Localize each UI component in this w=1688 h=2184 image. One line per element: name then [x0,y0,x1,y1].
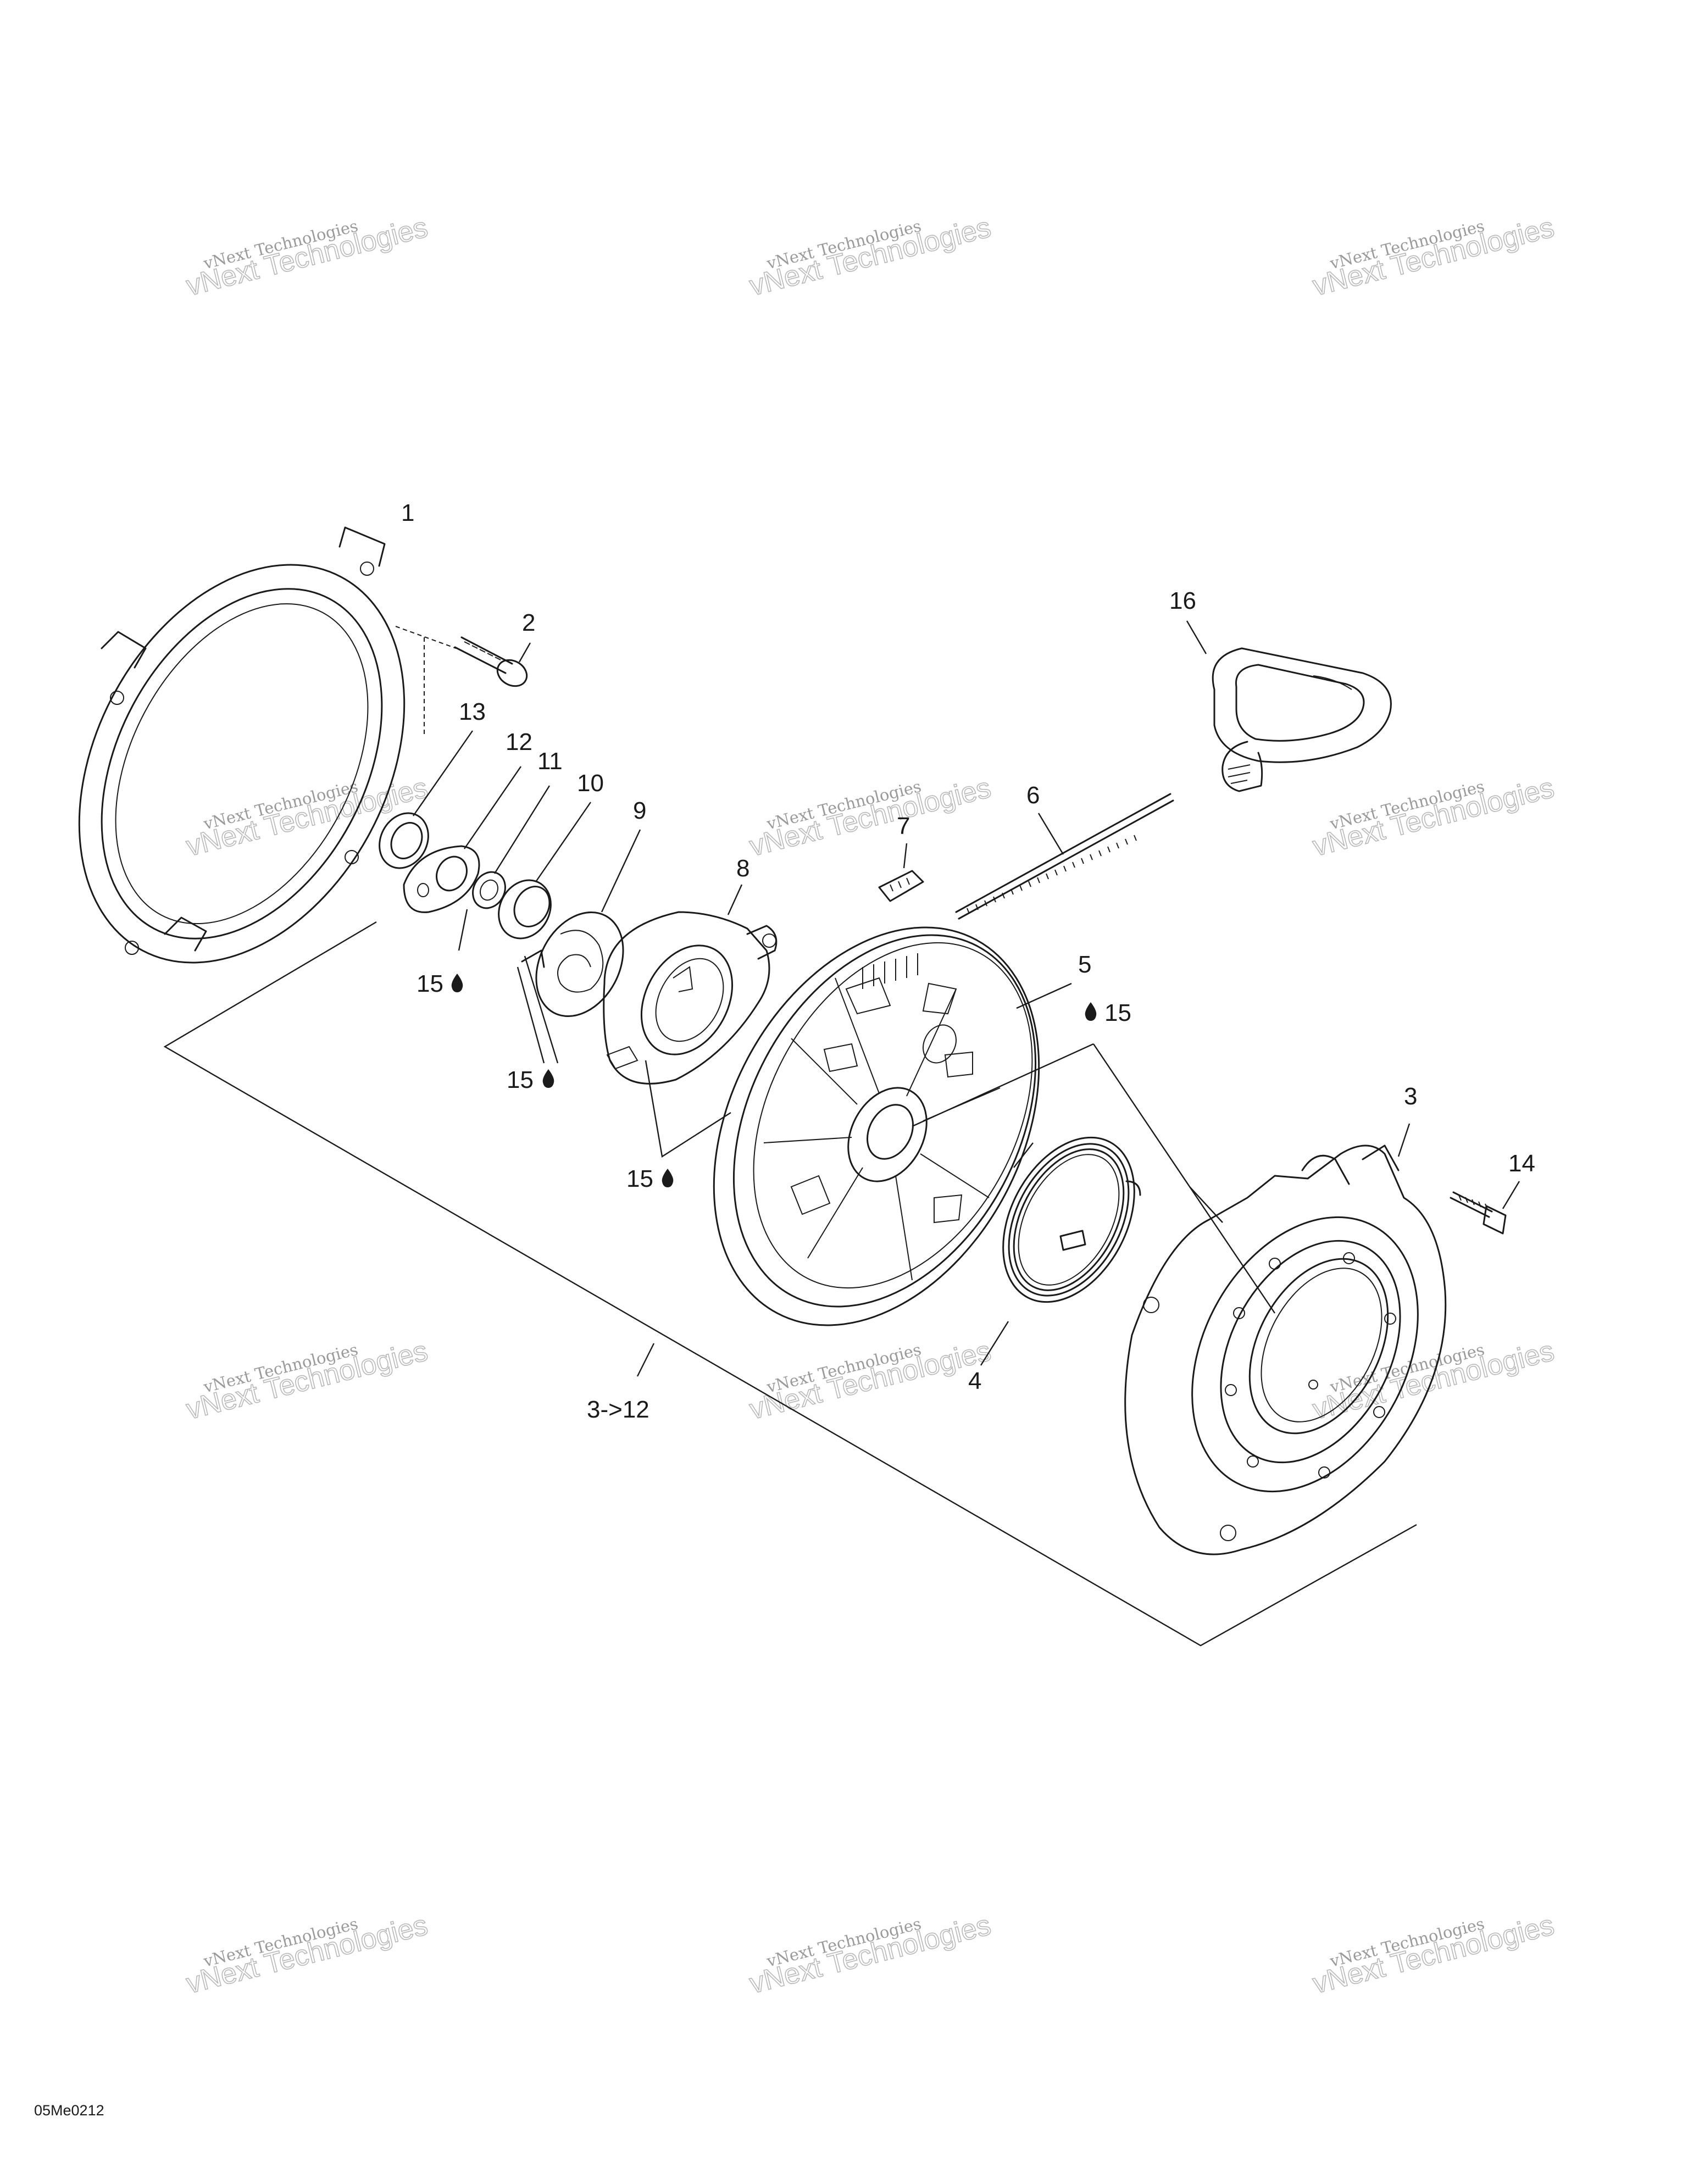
callout-9: 9 [633,797,646,824]
watermark: vNext Technologies vNext Technologies [746,771,995,863]
part-7-pawl [878,843,924,902]
callout-16: 16 [1169,587,1196,614]
callout-4: 4 [968,1368,981,1394]
part-4-recoil-spring [980,1136,1141,1366]
watermark: vNext Technologies vNext Technologies [746,1909,995,2000]
lubricant-drop-icon [451,974,463,992]
group-label: 3->12 [587,1396,649,1423]
watermark: vNext Technologies vNext Technologies [1309,771,1558,863]
callout-7: 7 [897,813,910,840]
callout-10: 10 [577,770,604,797]
watermark: vNext Technologies vNext Technologies [746,1335,995,1426]
part-8-cam [603,884,778,1085]
callout-11: 11 [537,748,563,775]
part-2-bolt [395,626,531,736]
watermark: vNext Technologies vNext Technologies [183,1335,431,1426]
callout-15: 15 [507,1066,534,1093]
figure-code: 05Me0212 [34,2102,104,2119]
watermark: vNext Technologies vNext Technologies [1309,1909,1558,2000]
callout-6: 6 [1026,782,1040,809]
lubricant-drop-icon [1085,1002,1097,1021]
callout-12: 12 [506,729,532,755]
callout-13: 13 [459,698,486,725]
part-3-housing [1093,1043,1447,1555]
lubricant-drop-icon [662,1169,674,1187]
part-14-screw [1450,1181,1520,1235]
assembly-group-bracket [163,921,1417,1647]
callout-8: 8 [736,855,749,882]
callout-14: 14 [1508,1150,1535,1177]
watermark: vNext Technologies vNext Technologies [1309,211,1558,303]
part-11-washer [472,785,551,909]
callout-3: 3 [1404,1083,1417,1110]
lubricant-drop-icon [542,1069,554,1088]
callout-15: 15 [417,970,443,997]
part-16-handle [1186,620,1392,792]
part-10-bushing [498,802,591,940]
part-12-plate [403,766,521,951]
callout-5: 5 [1078,951,1091,978]
callout-15: 15 [1104,999,1131,1026]
watermark: vNext Technologies vNext Technologies [183,1909,431,2000]
callout-15: 15 [626,1165,653,1192]
callout-2: 2 [522,609,535,636]
part-6-rope [955,793,1174,920]
part-5-pulley [713,926,1094,1326]
part-9-spring-clip [521,829,641,1018]
part-1-mounting-ring [78,526,406,964]
part-13-retainer [379,730,473,869]
watermark: vNext Technologies vNext Technologies [746,211,995,303]
callouts: 1 2 3 4 5 6 7 8 9 10 11 12 13 14 16 15 1… [401,499,1535,1423]
callout-1: 1 [401,499,414,526]
watermark: vNext Technologies vNext Technologies [183,211,431,303]
